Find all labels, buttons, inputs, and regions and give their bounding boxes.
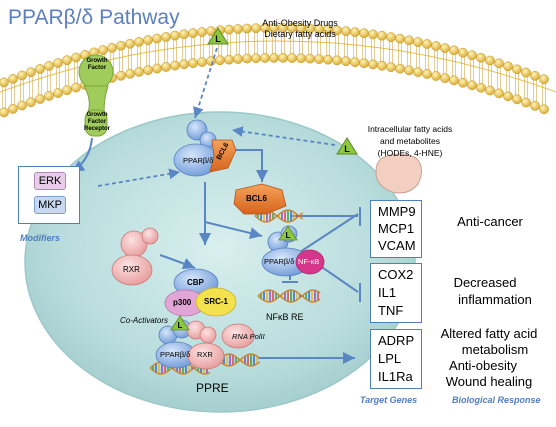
target-genes-box-3 (370, 329, 422, 389)
gene-vcam: VCAM (378, 238, 416, 253)
biological-response-label: Biological Response (452, 395, 541, 405)
src1-label: SRC-1 (204, 297, 229, 306)
ppar-bcl6-complex (173, 119, 237, 177)
ligand-icon: L (207, 27, 229, 45)
cell-membrane (0, 23, 556, 118)
nfkb-re-label: NFκB RE (266, 312, 304, 322)
page-title: PPARβ/δ Pathway (8, 6, 180, 29)
growth-factor-receptor-shape (78, 54, 114, 137)
p300-label: p300 (173, 298, 192, 307)
ppar-top-label: PPARβ/δ (183, 156, 214, 165)
modifiers-label: Modifiers (20, 233, 61, 243)
erk-label: ERK (34, 172, 66, 190)
response-metabolism: metabolism (461, 342, 529, 357)
response-inflammation: inflammation (458, 292, 532, 307)
growth-factor-label: Growth Factor (86, 58, 108, 71)
svg-text:L: L (178, 321, 183, 330)
response-wound-healing: Wound healing (445, 374, 533, 389)
bcl6-free-shape (233, 183, 287, 215)
inhibit-line (299, 213, 359, 253)
nucleus (24, 111, 416, 413)
ligand-drugs-line1: Anti-Obesity Drugs (262, 18, 338, 28)
svg-text:L: L (215, 34, 221, 44)
coactivators-shape (164, 268, 237, 317)
intracellular-line3: (HODEs, 4-HNE) (377, 148, 443, 158)
ppar-bottom-label: PPARβ/δ (160, 350, 191, 359)
mkp-label: MKP (34, 196, 66, 214)
rna-pol-label: RNA PolII (232, 332, 265, 341)
nfkb-label: NF-κB (298, 257, 320, 266)
intracellular-line2: and metabolites (379, 136, 440, 146)
svg-text:L: L (344, 144, 350, 154)
gene-mcp1: MCP1 (378, 221, 415, 236)
modifier-arrow (97, 168, 181, 187)
rxr-bottom-label: RXR (197, 350, 213, 359)
ppar-nfkb-complex: L (261, 225, 325, 277)
ppre-label: PPRE (196, 381, 229, 395)
target-genes-box-2 (370, 263, 422, 323)
bcl6-free-label: BCL6 (246, 194, 267, 203)
ligand-arrow (193, 47, 218, 119)
response-altered-fatty-acid: Altered fatty acid (440, 326, 538, 341)
growth-factor-receptor-label: Growth Factor Receptor (83, 112, 110, 132)
response-anti-obesity: Anti-obesity (449, 358, 517, 373)
rxr-label: RXR (123, 265, 140, 274)
response-decreased: Decreased (453, 275, 517, 290)
gene-adrp: ADRP (378, 333, 415, 348)
response-anti-cancer: Anti-cancer (457, 214, 523, 229)
target-genes-box-1 (370, 200, 422, 258)
gene-tnf: TNF (378, 303, 404, 318)
rxr-arrow (159, 254, 196, 270)
ppar-nfkb-ppar-label: PPARβ/δ (264, 257, 295, 266)
gene-cox2: COX2 (378, 267, 414, 282)
svg-text:L: L (286, 231, 291, 240)
ppar-nfkb-arrow (204, 221, 263, 239)
gene-il1ra: IL1Ra (378, 369, 413, 384)
gene-il1: IL1 (378, 285, 397, 300)
intracellular-line1: Intracellular fatty acids (367, 124, 453, 134)
ligand-drugs-line2: Dietary fatty acids (264, 29, 336, 39)
target-genes-label: Target Genes (360, 395, 418, 405)
rxr-free (111, 227, 159, 286)
coactivators-label: Co-Activators (120, 316, 169, 325)
intracellular-arrow (231, 126, 336, 146)
cbp-label: CBP (187, 278, 204, 287)
gene-lpl: LPL (378, 351, 402, 366)
cell-shape (375, 153, 422, 194)
ligand-icon: L (336, 137, 358, 155)
gene-mmp9: MMP9 (378, 204, 416, 219)
ppar-rxr-dimer: L (155, 315, 255, 370)
